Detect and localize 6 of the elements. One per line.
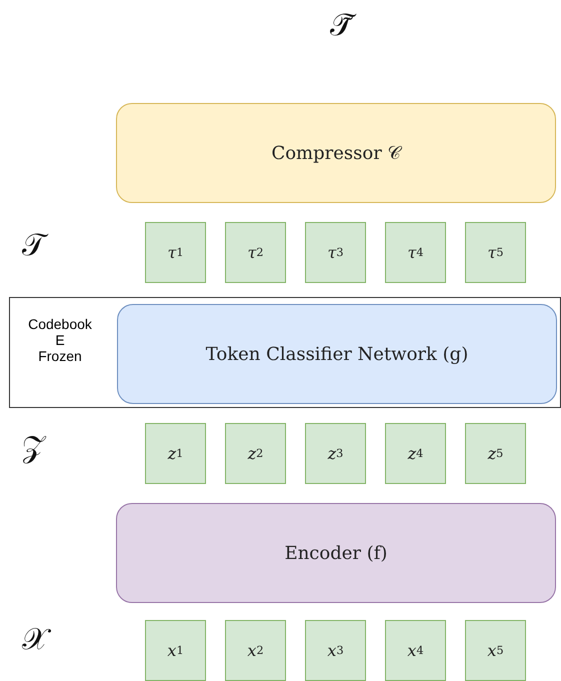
classifier-box: Token Classifier Network (g) [117, 304, 557, 404]
frame-box [9, 297, 561, 408]
encoder-box: Encoder (f) [116, 503, 556, 603]
compressor-box: Compressor 𝒞 [116, 103, 556, 203]
set-symbol: 𝒵 [22, 430, 45, 465]
frame-label: Codebook E Frozen [27, 316, 93, 364]
